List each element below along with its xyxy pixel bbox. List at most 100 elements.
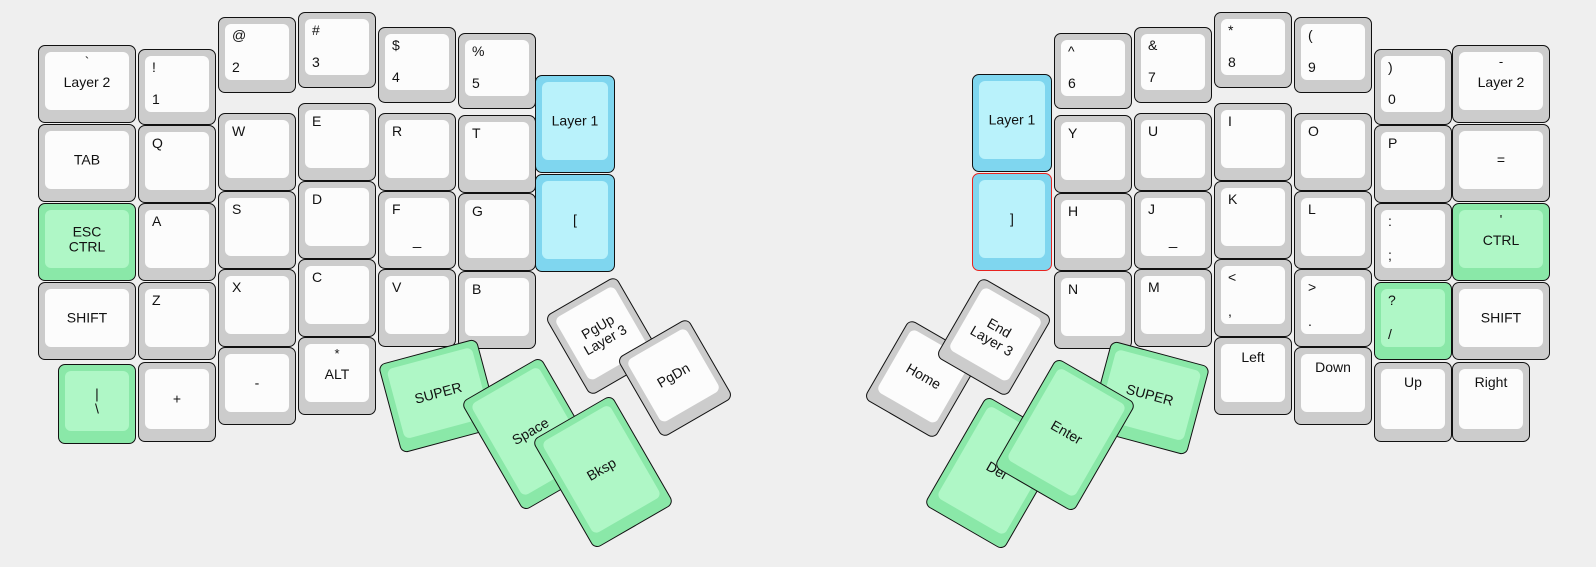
key-grave-layer2[interactable]: `Layer 2 [38,45,136,123]
legend-letter-a: A [152,213,162,229]
key-down-arrow[interactable]: Down [1294,347,1372,425]
key-g[interactable]: G [458,193,536,271]
key-shift-left[interactable]: SHIFT [38,282,136,360]
key-up-arrow[interactable]: Up [1374,362,1452,442]
legend-main-minus-layer2: Layer 2 [1477,73,1525,90]
key-h[interactable]: H [1054,193,1132,271]
keycap-k: K [1221,188,1285,246]
legend-main-grave-layer2: Layer 2 [63,73,111,90]
key-a[interactable]: A [138,203,216,281]
keycap-e: E [305,110,369,168]
key-percent-5[interactable]: %5 [458,33,536,109]
key-k[interactable]: K [1214,181,1292,259]
key-x[interactable]: X [218,269,296,347]
legend-main-shift-right: SHIFT [1480,309,1522,326]
key-layer1[interactable]: Layer 1 [535,75,615,173]
legend-letter-o: O [1308,123,1319,139]
key-amp-7[interactable]: &7 [1134,27,1212,103]
key-layer1-right[interactable]: Layer 1 [972,74,1052,172]
key-e[interactable]: E [298,103,376,181]
legend-main-shift-left: SHIFT [66,309,108,326]
key-tab[interactable]: TAB [38,124,136,202]
key-paren-9[interactable]: (9 [1294,17,1372,93]
legend-letter-l: L [1308,201,1316,217]
key-o[interactable]: O [1294,113,1372,191]
keycap-caret-6: ^6 [1061,40,1125,96]
key-star-8[interactable]: *8 [1214,12,1292,88]
legend-main-esc-ctrl: ESC CTRL [68,223,106,254]
legend-main-bracket-right: ] [1010,210,1014,227]
legend-base-exclaim-1: 1 [152,91,160,108]
keycap-down-arrow: Down [1301,354,1365,412]
keycap-up-arrow: Up [1381,369,1445,429]
keycap-x: X [225,276,289,334]
key-u[interactable]: U [1134,113,1212,191]
legend-main-left-arrow: Left [1241,349,1265,365]
keycap-colon-semi: :; [1381,210,1445,268]
key-question-slash[interactable]: ?/ [1374,282,1452,360]
legend-letter-i: I [1228,113,1232,129]
keycap-p: P [1381,132,1445,190]
key-caret-6[interactable]: ^6 [1054,33,1132,109]
key-p[interactable]: P [1374,125,1452,203]
legend-letter-m: M [1148,279,1160,295]
legend-shifted-paren-9: ( [1308,27,1313,43]
key-i[interactable]: I [1214,103,1292,181]
key-exclaim-1[interactable]: !1 [138,49,216,125]
legend-letter-c: C [312,269,323,285]
legend-letter-u: U [1148,123,1159,139]
keycap-amp-7: &7 [1141,34,1205,90]
key-s[interactable]: S [218,191,296,269]
key-quote-ctrl[interactable]: 'CTRL [1452,203,1550,281]
key-y[interactable]: Y [1054,115,1132,193]
key-f[interactable]: F_ [378,191,456,269]
legend-main-bksp: Bksp [583,454,619,484]
legend-base-at-2: 2 [232,59,240,76]
keycap-w: W [225,120,289,178]
key-z[interactable]: Z [138,282,216,360]
keycap-plus: + [145,369,209,429]
keycap-f: F_ [385,198,449,256]
key-colon-semi[interactable]: :; [1374,203,1452,281]
key-esc-ctrl[interactable]: ESC CTRL [38,203,136,281]
key-bracket-right[interactable]: ] [972,173,1052,271]
key-paren-close-0[interactable]: )0 [1374,49,1452,125]
key-hash-3[interactable]: #3 [298,12,376,88]
key-n[interactable]: N [1054,271,1132,349]
legend-main-plus: + [172,390,182,407]
key-r[interactable]: R [378,113,456,191]
legend-shifted-hash-3: # [312,22,320,38]
key-plus[interactable]: + [138,362,216,442]
key-less-comma[interactable]: <, [1214,259,1292,337]
key-at-2[interactable]: @2 [218,17,296,93]
key-left-arrow[interactable]: Left [1214,337,1292,415]
keycap-tab: TAB [45,131,129,189]
key-t[interactable]: T [458,115,536,193]
key-m[interactable]: M [1134,269,1212,347]
keycap-l: L [1301,198,1365,256]
key-d[interactable]: D [298,181,376,259]
key-dollar-4[interactable]: $4 [378,27,456,103]
key-greater-dot[interactable]: >. [1294,269,1372,347]
key-minus-layer2[interactable]: -Layer 2 [1452,45,1550,123]
legend-shifted-dollar-4: $ [392,37,400,53]
keycap-u: U [1141,120,1205,178]
keycap-bksp: Bksp [541,404,662,535]
key-w[interactable]: W [218,113,296,191]
key-shift-right[interactable]: SHIFT [1452,282,1550,360]
key-q[interactable]: Q [138,125,216,203]
key-l[interactable]: L [1294,191,1372,269]
key-pipe-backslash[interactable]: | \ [58,364,136,444]
key-j[interactable]: J_ [1134,191,1212,269]
key-right-arrow[interactable]: Right [1452,362,1530,442]
key-c[interactable]: C [298,259,376,337]
key-bracket-left[interactable]: [ [535,174,615,272]
key-equals[interactable]: = [1452,124,1550,202]
key-v[interactable]: V [378,269,456,347]
legend-base-greater-dot: . [1308,313,1312,330]
key-minus[interactable]: - [218,347,296,425]
key-star-alt[interactable]: *ALT [298,337,376,415]
key-b[interactable]: B [458,271,536,349]
legend-letter-j: J [1148,201,1155,217]
